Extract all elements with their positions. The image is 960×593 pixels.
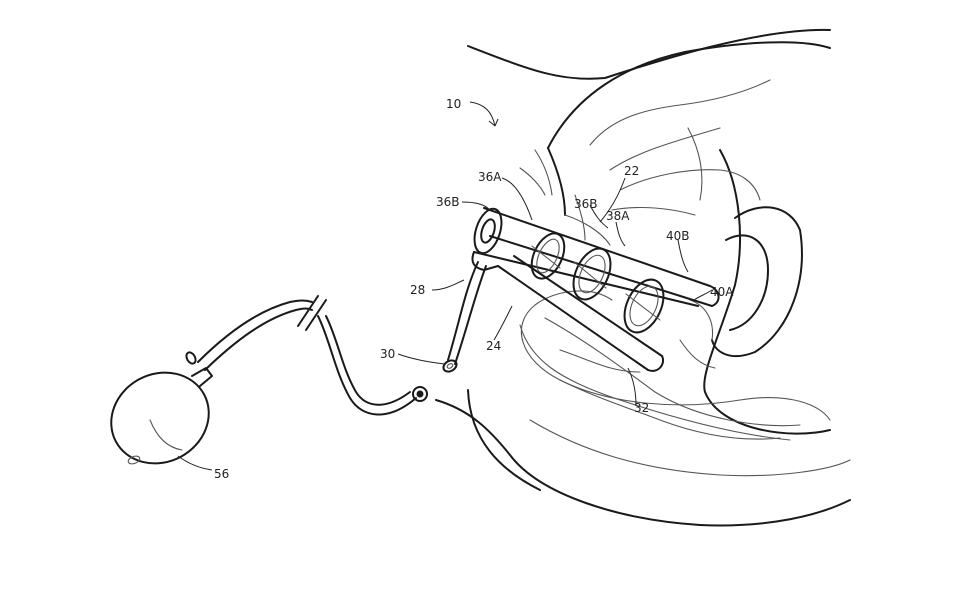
label-10: 10 [446, 97, 461, 111]
label-36b-left: 36B [436, 195, 460, 209]
label-36a-top: 36A [478, 170, 502, 184]
label-36b-mid: 36B [574, 197, 598, 211]
valve-30 [442, 359, 458, 373]
label-24: 24 [486, 339, 501, 353]
tube-connector-icon [412, 386, 428, 402]
label-30: 30 [380, 347, 395, 361]
label-40a: 40A [710, 285, 734, 299]
device-body [447, 207, 720, 372]
label-32: 32 [634, 401, 649, 415]
label-22: 22 [624, 164, 639, 178]
reference-labels: 10 36A 36B 22 36B 38A 40B 40A 28 24 30 3… [214, 97, 734, 481]
label-40b: 40B [666, 229, 690, 243]
label-38a: 38A [606, 209, 630, 223]
label-56: 56 [214, 467, 229, 481]
anatomy-outline [435, 28, 851, 527]
balloon-rings [530, 232, 665, 334]
label-28: 28 [410, 283, 425, 297]
tubing [197, 295, 428, 416]
leader-lines [177, 101, 713, 471]
bulb-56 [110, 351, 213, 465]
